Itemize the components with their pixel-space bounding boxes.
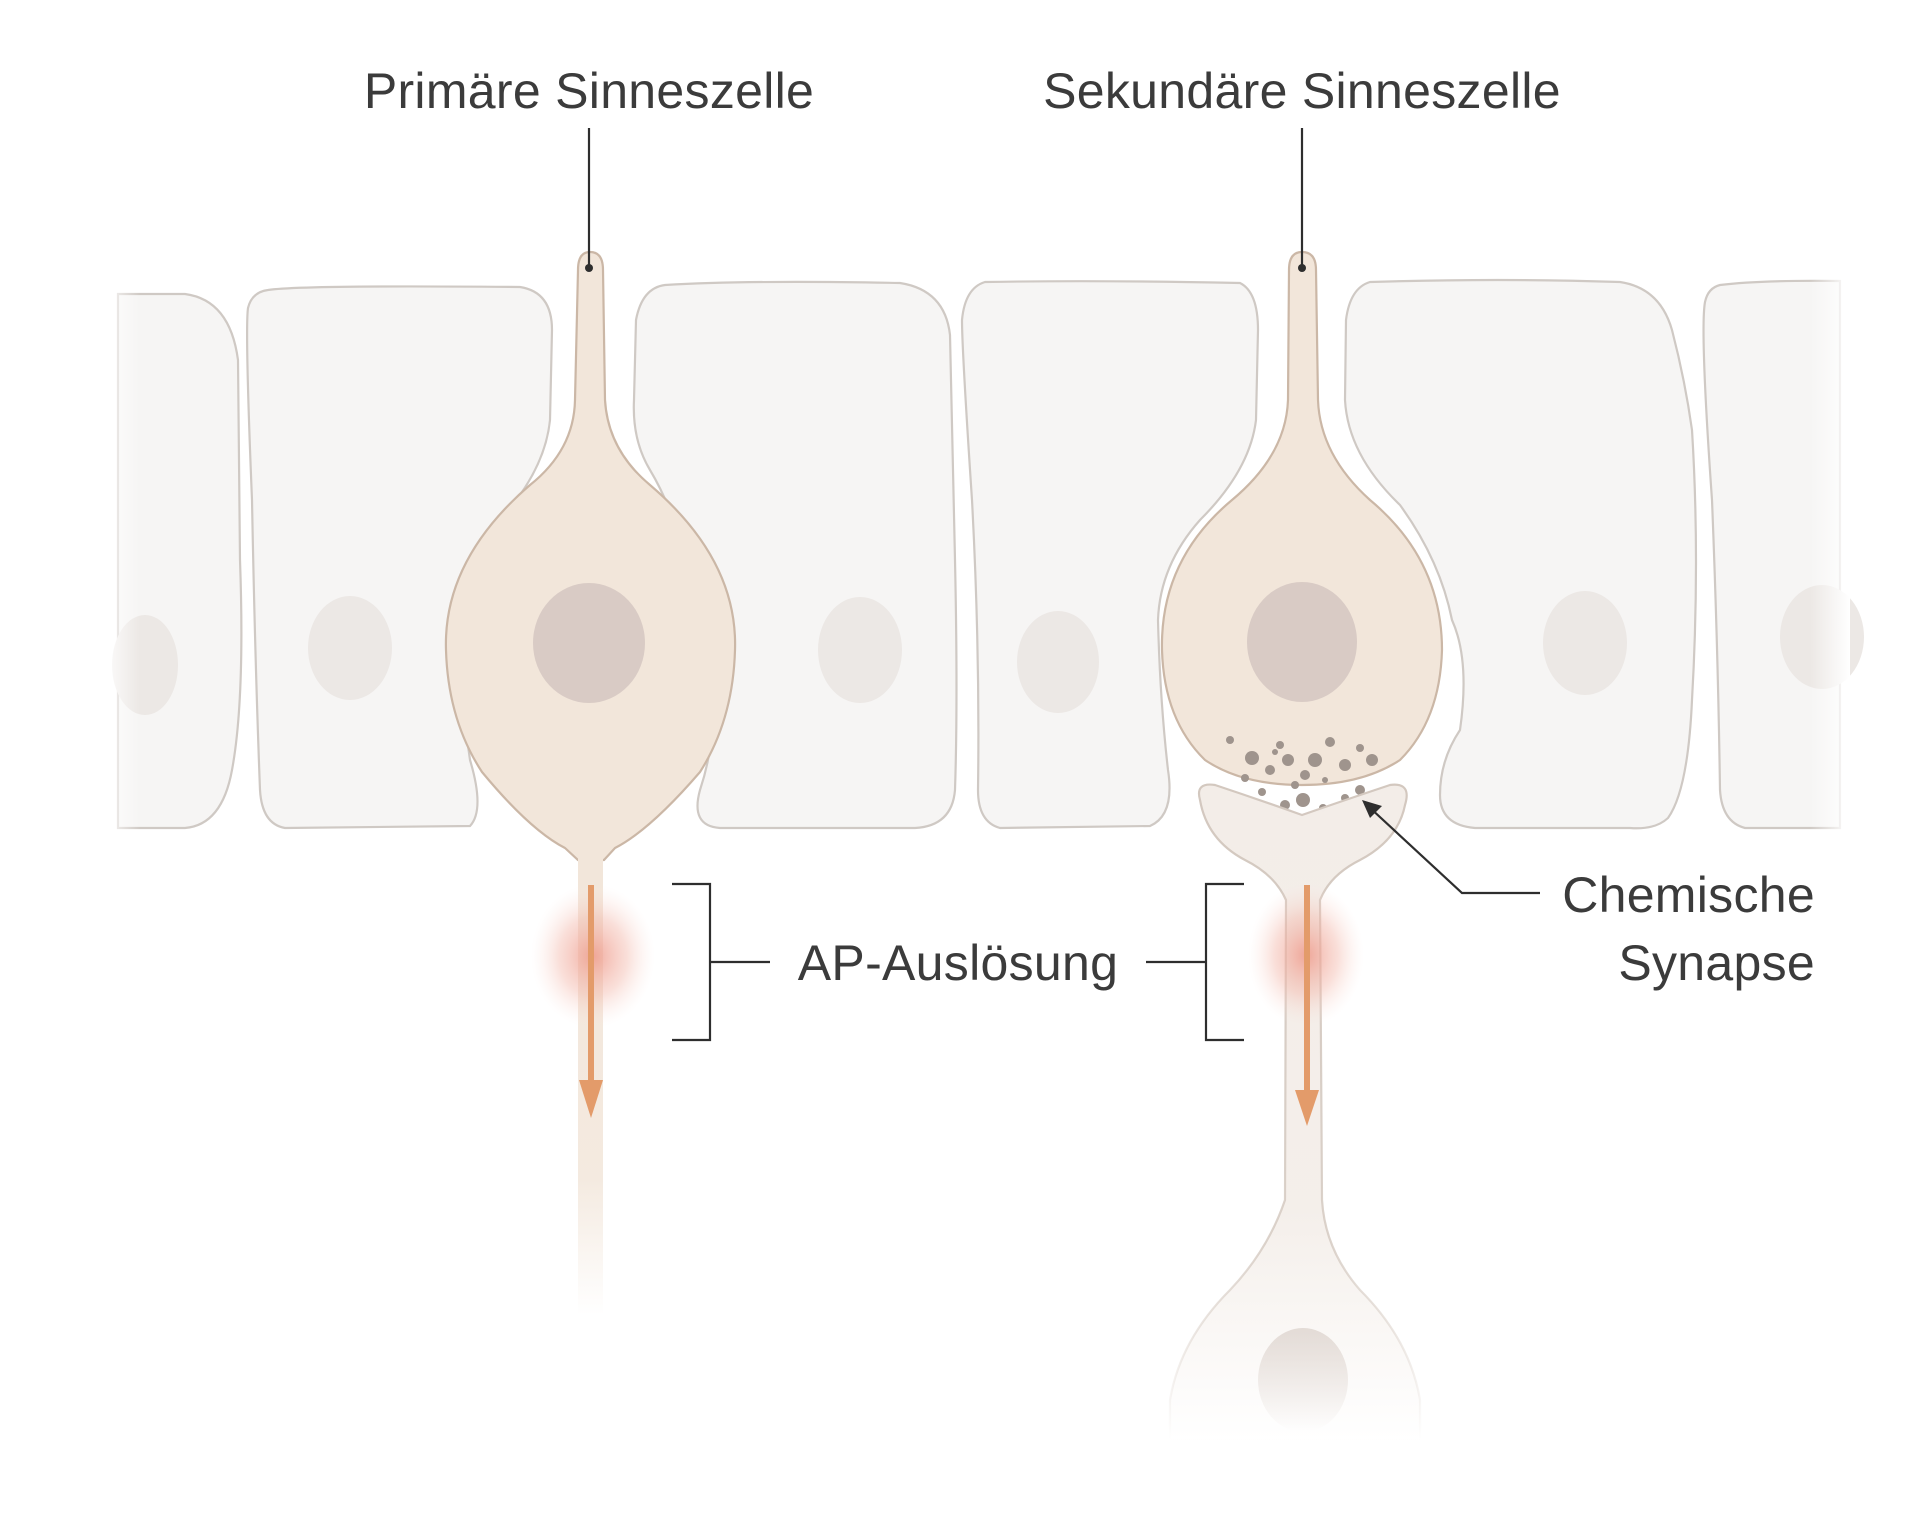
synapse-arrow-head	[1362, 800, 1382, 818]
primary-signal-arrow-head	[579, 1080, 603, 1118]
afferent-neuron-nucleus	[1258, 1328, 1348, 1432]
synapse-leader	[1367, 805, 1540, 895]
secondary-ap-bracket	[1204, 882, 1244, 1042]
epithelial-cell	[960, 280, 1260, 830]
primary-cell-body	[444, 250, 737, 862]
labels: Primäre Sinneszelle Sekundäre Sinneszell…	[364, 63, 1815, 991]
primary-cell-nucleus	[533, 583, 645, 703]
primary-label-dot	[585, 264, 593, 272]
primary-ap-bracket	[672, 882, 712, 1042]
secondary-label-dot	[1298, 264, 1306, 272]
epithelium	[100, 270, 1864, 850]
annotations	[585, 128, 1540, 1042]
afferent-neuron-body	[1168, 783, 1422, 1442]
secondary-cell-label: Sekundäre Sinneszelle	[1043, 63, 1561, 119]
afferent-neuron	[1168, 783, 1422, 1442]
chemical-synapse-label-line2: Synapse	[1618, 935, 1815, 991]
secondary-sensory-cell	[1160, 250, 1444, 812]
ap-trigger-label: AP-Auslösung	[798, 935, 1118, 991]
secondary-cell-body	[1160, 250, 1444, 787]
secondary-cell-nucleus	[1247, 582, 1357, 702]
chemical-synapse-label-line1: Chemische	[1562, 867, 1815, 923]
primary-cell-label: Primäre Sinneszelle	[364, 63, 814, 119]
primary-sensory-cell	[444, 250, 737, 1315]
epithelial-cell	[1343, 278, 1698, 830]
epithelial-cell	[246, 285, 554, 830]
secondary-signal-arrow-head	[1295, 1090, 1319, 1126]
